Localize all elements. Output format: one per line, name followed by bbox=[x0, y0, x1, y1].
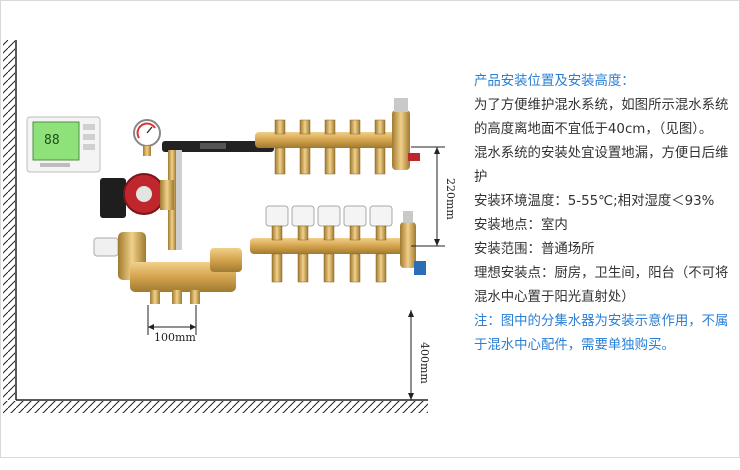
panel-note: 注：图中的分集水器为安装示意作用，不属于混水中心配件，需要单独购买。 bbox=[474, 314, 729, 353]
panel-line: 理想安装点：厨房，卫生间，阳台（不可将混水中心置于阳光直射处） bbox=[474, 266, 729, 305]
panel-line: 混水系统的安装处宜设置地漏，方便日后维护 bbox=[474, 146, 729, 185]
dim-220-label: 220mm bbox=[444, 178, 457, 220]
thermostat-panel: 88 bbox=[26, 116, 101, 173]
gauge-icon bbox=[133, 119, 161, 156]
panel-line: 安装范围：普通场所 bbox=[474, 242, 595, 257]
svg-text:88: 88 bbox=[44, 133, 60, 148]
manifold-illustration: 88 bbox=[3, 40, 457, 413]
supply-manifold bbox=[255, 98, 420, 175]
circulation-pump bbox=[100, 173, 174, 218]
return-manifold bbox=[250, 211, 426, 283]
mixing-valve-body bbox=[93, 232, 242, 304]
panel-line: 为了方便维护混水系统，如图所示混水系统的高度离地面不宜低于40cm，（见图）。 bbox=[474, 98, 729, 137]
dim-100-label: 100mm bbox=[154, 331, 196, 344]
dimension-220: 220mm bbox=[411, 146, 457, 247]
dimension-400: 400mm bbox=[408, 310, 431, 400]
panel-title: 产品安装位置及安装高度： bbox=[474, 74, 635, 89]
install-info-panel: 产品安装位置及安装高度： 为了方便维护混水系统，如图所示混水系统的高度离地面不宜… bbox=[474, 70, 734, 358]
wall-and-floor bbox=[3, 40, 428, 413]
image-frame bbox=[0, 0, 740, 458]
actuator-heads bbox=[265, 205, 393, 227]
dimension-100: 100mm bbox=[147, 305, 197, 344]
dim-400-label: 400mm bbox=[418, 342, 431, 384]
panel-line: 安装地点：室内 bbox=[474, 218, 568, 233]
panel-line: 安装环境温度：5-55℃;相对湿度＜93% bbox=[474, 194, 715, 209]
